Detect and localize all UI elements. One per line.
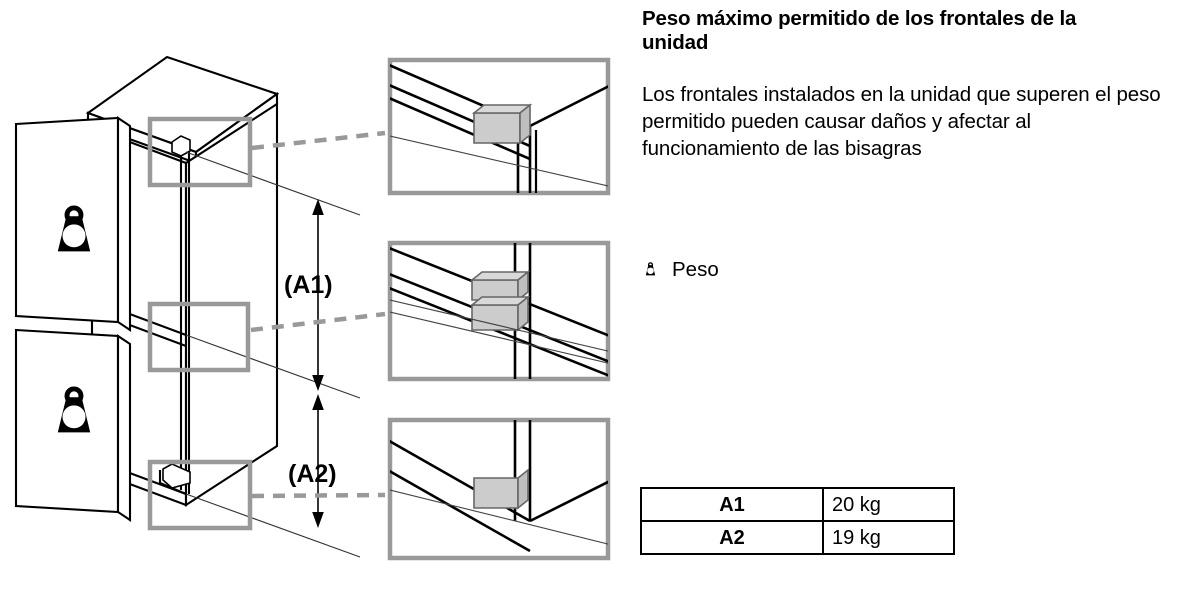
front-panel-lower (14, 328, 120, 514)
spec-table-body: A1 20 kg A2 19 kg (640, 487, 955, 555)
dimension-label-a1: (A1) (284, 271, 333, 299)
warning-text: Los frontales instalados en la unidad qu… (642, 82, 1161, 161)
spec-table: A1 20 kg A2 19 kg (640, 487, 955, 555)
hinge-highlight-top (147, 116, 253, 188)
spec-key: A1 (640, 487, 824, 522)
dimension-label-a2: (A2) (288, 460, 337, 488)
detail-view-top-hinge (387, 57, 611, 196)
hinge-highlight-bottom (147, 459, 253, 531)
front-panel-upper-edge (116, 116, 132, 332)
weight-icon-lower-front (57, 386, 91, 433)
page-title: Peso máximo permitido de los frontales d… (642, 7, 1077, 54)
table-row: A2 19 kg (640, 520, 955, 555)
weight-icon-upper-front (57, 205, 91, 252)
weight-icon (645, 262, 656, 276)
detail-view-middle-hinge (387, 240, 611, 382)
leader-lines (250, 130, 386, 499)
dimension-arrow-a1 (312, 199, 324, 391)
legend: Peso (642, 258, 719, 282)
text-panel: Peso máximo permitido de los frontales d… (642, 0, 1187, 163)
spec-value: 20 kg (822, 487, 955, 522)
projection-lines (185, 151, 361, 558)
hinge-highlight-middle (147, 301, 251, 373)
spec-key: A2 (640, 520, 824, 555)
dimension-arrow-a2 (312, 394, 324, 528)
detail-view-bottom-hinge (387, 417, 611, 561)
table-row: A1 20 kg (640, 487, 955, 522)
front-panel-lower-edge (116, 334, 132, 522)
spec-value: 19 kg (822, 520, 955, 555)
legend-label: Peso (672, 257, 719, 281)
